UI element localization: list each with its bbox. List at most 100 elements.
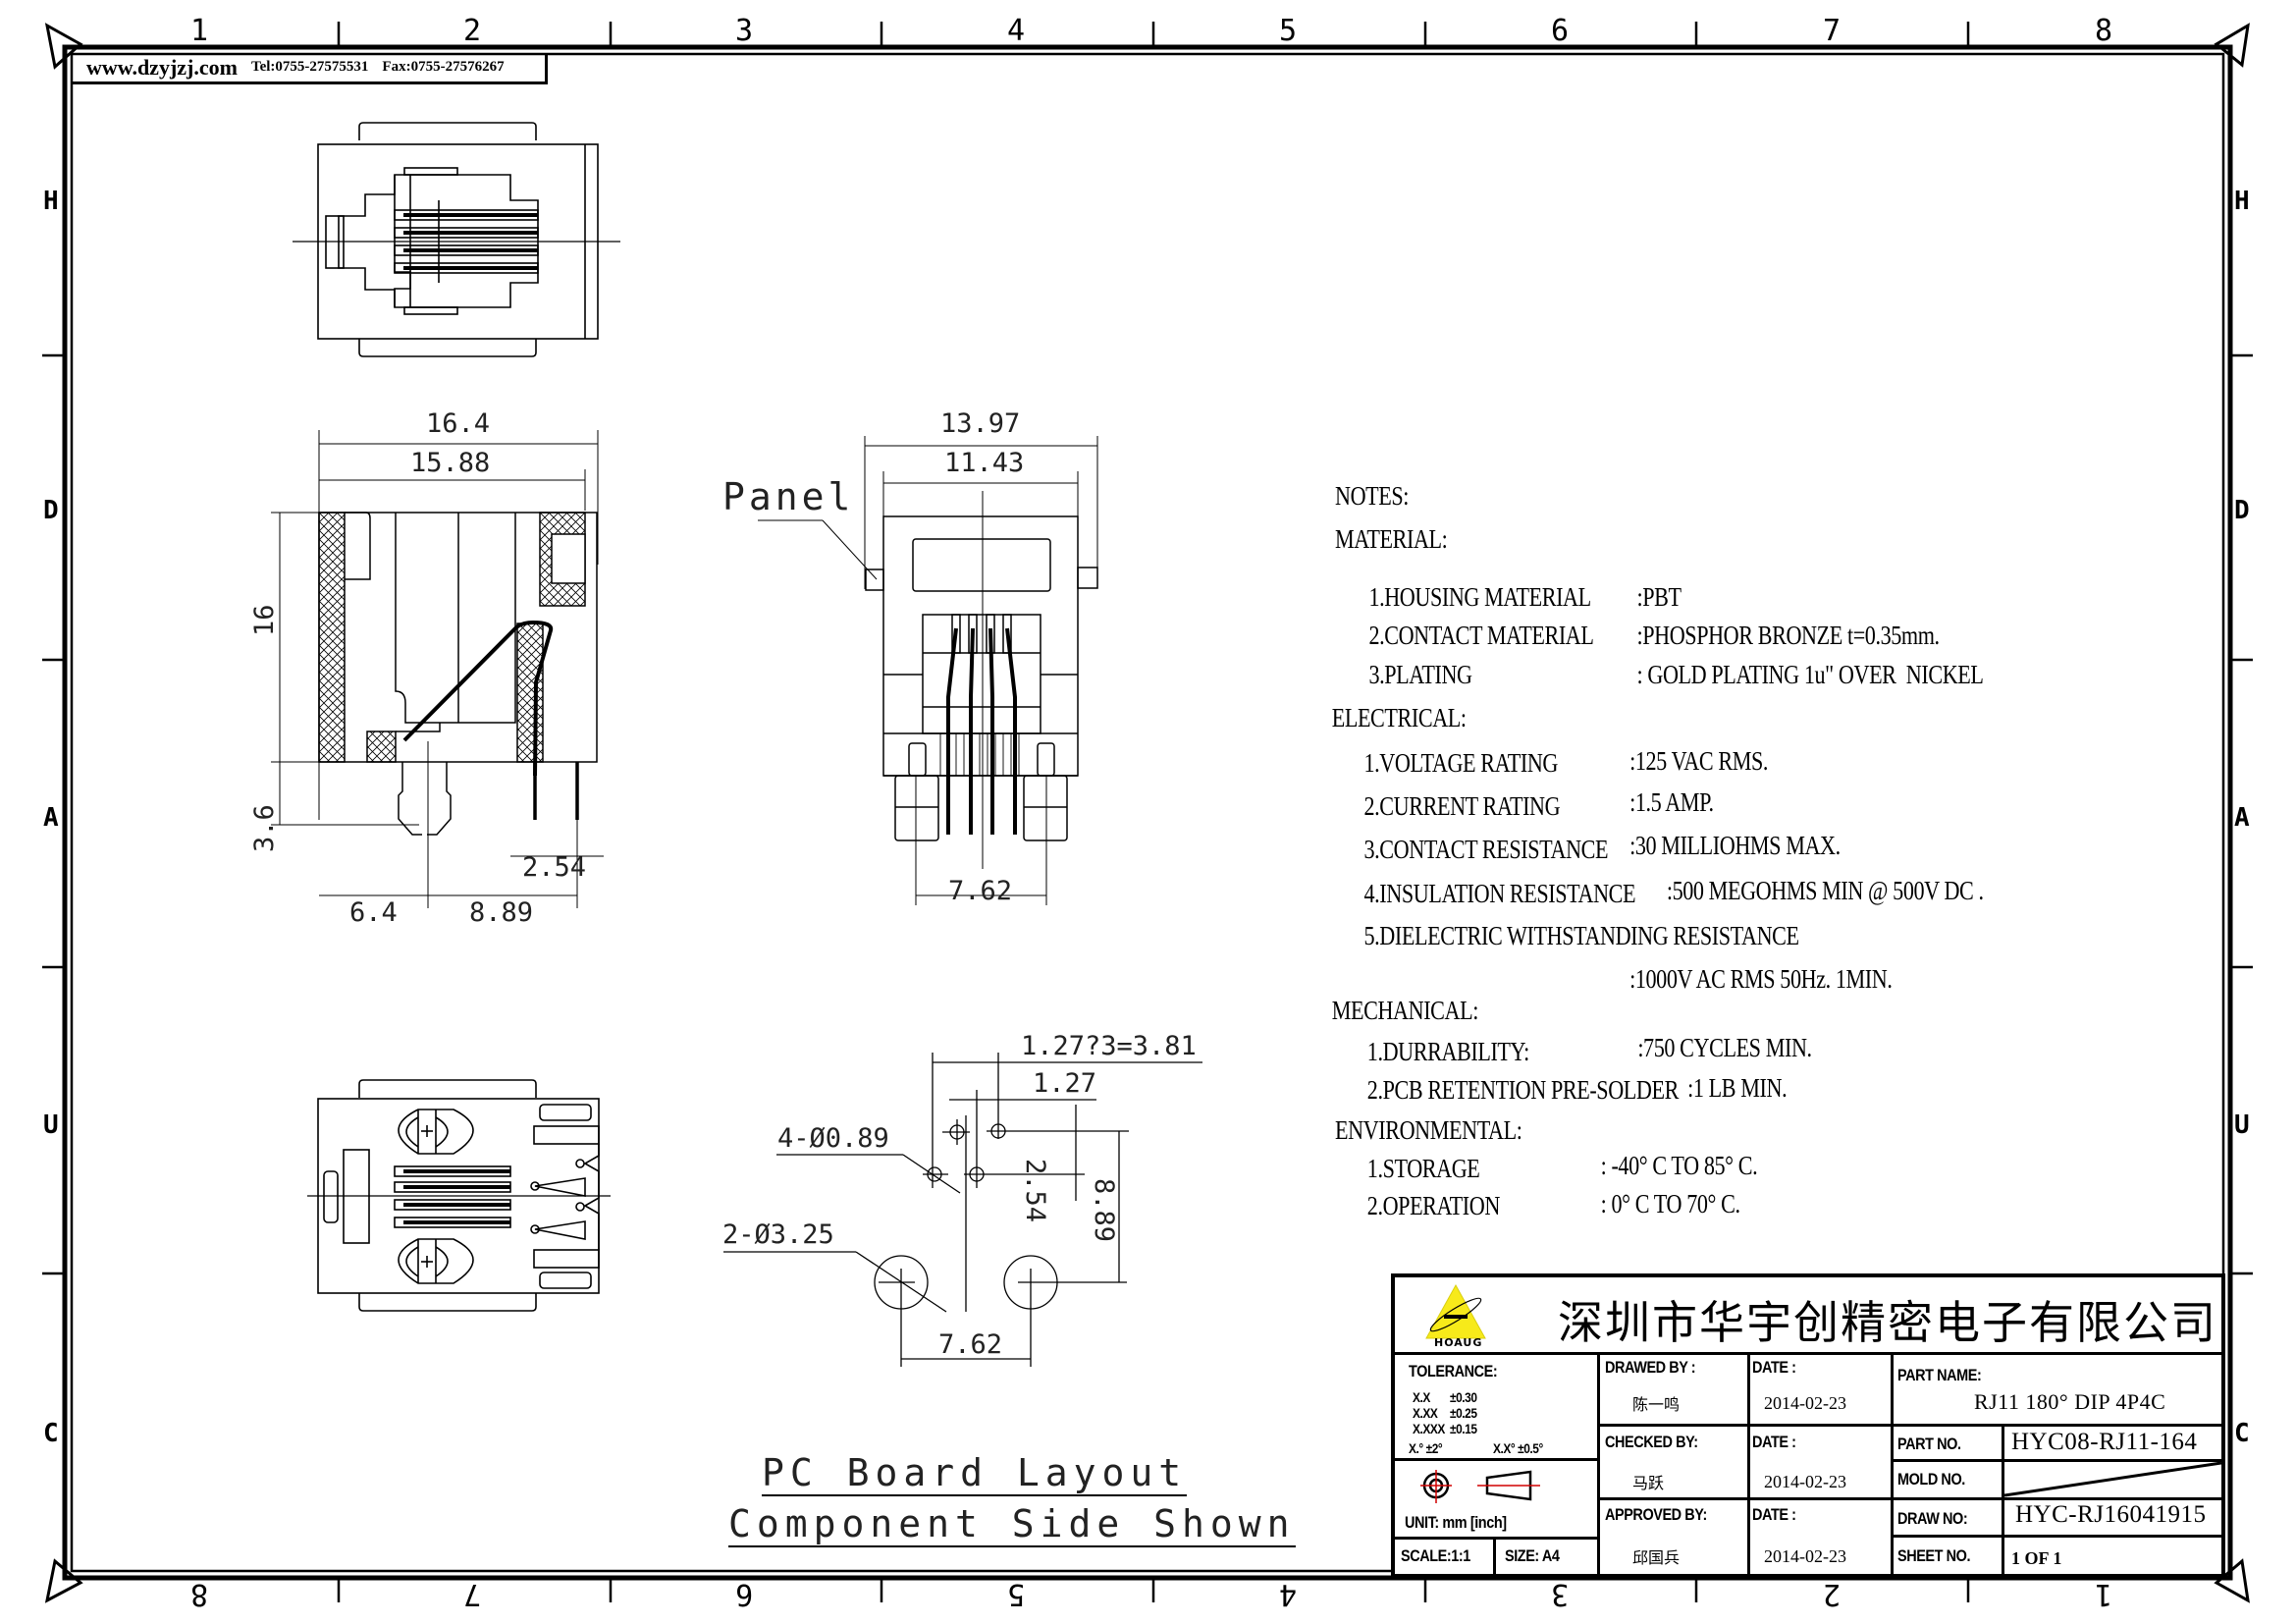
title-block: HOAUG 深圳市华宇创精密电子有限公司 TOLERANCE: X.X ±0.3… [1391, 1273, 2225, 1578]
note-label: 2.CONTACT MATERIAL [1368, 621, 1594, 650]
tolerance-val: ±0.25 [1450, 1405, 1477, 1421]
note-value: :PBT [1636, 582, 1682, 612]
zone-number: 7 [1823, 14, 1842, 48]
hoaug-logo-icon [1425, 1283, 1486, 1339]
note-value: :PHOSPHOR BRONZE t=0.35mm. [1636, 621, 1941, 650]
note-label: 2.CURRENT RATING [1363, 791, 1561, 821]
part-name-value: RJ11 180° DIP 4P4C [1974, 1389, 2166, 1414]
date-approved: 2014-02-23 [1764, 1546, 1846, 1566]
pcb-layout-drawing [723, 1053, 1202, 1367]
dim-overall-width: 16.4 [426, 408, 491, 439]
zone-number: 2 [1823, 1577, 1842, 1611]
pcb-caption-line1: PC Board Layout [762, 1451, 1188, 1496]
fax-number: Fax:0755-27576267 [382, 59, 505, 75]
website-header-box: www.dzyjzj.com Tel:0755-27575531 Fax:075… [71, 53, 548, 84]
zone-number: 7 [463, 1577, 482, 1611]
zone-letter: H [43, 187, 59, 216]
zone-letter: H [2234, 187, 2250, 216]
zone-number: 8 [2095, 14, 2113, 48]
bottom-view-drawing [307, 1079, 611, 1312]
zone-letter: A [43, 803, 59, 833]
dim-post-holes: 2-Ø3.25 [722, 1219, 834, 1250]
size-label: SIZE: A4 [1505, 1546, 1560, 1565]
side-section-view [271, 430, 604, 908]
dim-row-to-post: 8.89 [1089, 1178, 1119, 1243]
note-value: : -40° C TO 85° C. [1600, 1151, 1758, 1180]
website-url[interactable]: www.dzyjzj.com [86, 54, 238, 80]
note-label: 4.INSULATION RESISTANCE [1363, 879, 1636, 908]
note-value: :1.5 AMP. [1629, 787, 1714, 817]
part-no-label: PART NO. [1897, 1435, 1961, 1453]
dim-pin-span: 1.27?3=3.81 [1021, 1031, 1197, 1061]
tel-number: Tel:0755-27575531 [250, 59, 369, 75]
dim-pin-pitch: 1.27 [1033, 1068, 1097, 1099]
tolerance-angle-1: X.° ±2° [1409, 1440, 1443, 1456]
sheet-no-value: 1 OF 1 [2011, 1548, 2062, 1568]
zone-letter: U [43, 1110, 59, 1140]
zone-number: 5 [1007, 1577, 1026, 1611]
note-value: :125 VAC RMS. [1629, 746, 1769, 776]
note-label: 1.HOUSING MATERIAL [1368, 582, 1591, 612]
note-label: 1.STORAGE [1366, 1154, 1480, 1183]
note-label: 1.VOLTAGE RATING [1363, 748, 1559, 778]
front-view-drawing [758, 436, 1098, 905]
sheet-no-label: SHEET NO. [1897, 1546, 1971, 1565]
zone-letter: A [2234, 803, 2250, 833]
mold-no-label: MOLD NO. [1897, 1470, 1965, 1489]
dim-body-width: 11.43 [944, 448, 1025, 478]
dim-row-spacing: 2.54 [1020, 1159, 1050, 1223]
zone-letter: C [2234, 1419, 2250, 1448]
drawed-by-name: 陈一鸣 [1632, 1395, 1681, 1414]
note-value: :30 MILLIOHMS MAX. [1629, 831, 1841, 860]
tolerance-label: TOLERANCE: [1409, 1362, 1498, 1380]
note-label: 1.DURRABILITY: [1366, 1037, 1529, 1066]
zone-number: 3 [1551, 1577, 1570, 1611]
dim-post-spacing: 7.62 [948, 876, 1013, 906]
zone-number: 6 [1551, 14, 1570, 48]
dim-overall-width: 13.97 [940, 408, 1021, 439]
dim-body-width: 15.88 [410, 448, 491, 478]
note-label: 3.PLATING [1368, 660, 1472, 689]
checked-by-name: 马跃 [1632, 1474, 1665, 1492]
notes-heading-electrical: ELECTRICAL: [1331, 703, 1467, 732]
zone-number: 5 [1279, 14, 1298, 48]
zone-number: 6 [735, 1577, 754, 1611]
dim-offset-left: 6.4 [349, 897, 398, 928]
zone-number: 3 [735, 14, 754, 48]
note-value: :1 LB MIN. [1687, 1073, 1788, 1103]
note-label: 5.DIELECTRIC WITHSTANDING RESISTANCE [1363, 921, 1800, 950]
drawed-by-label: DRAWED BY : [1605, 1358, 1696, 1377]
zone-number: 4 [1279, 1577, 1298, 1611]
notes-title: NOTES: [1335, 481, 1410, 511]
zone-number: 4 [1007, 14, 1026, 48]
date-checked: 2014-02-23 [1764, 1472, 1846, 1491]
zone-letter: D [2234, 496, 2250, 525]
dim-post-spacing: 7.62 [938, 1329, 1003, 1360]
mold-no-strike-line [2004, 1461, 2221, 1497]
part-no-value: HYC08-RJ11-164 [2011, 1429, 2198, 1455]
date-label: DATE : [1752, 1505, 1796, 1524]
checked-by-label: CHECKED BY: [1605, 1433, 1698, 1451]
date-drawed: 2014-02-23 [1764, 1393, 1846, 1413]
approved-by-label: APPROVED BY: [1605, 1505, 1707, 1524]
notes-heading-mechanical: MECHANICAL: [1331, 996, 1479, 1025]
tolerance-fmt: X.XXX [1413, 1421, 1445, 1436]
zone-number: 8 [190, 1577, 209, 1611]
draw-no-value: HYC-RJ16041915 [2015, 1501, 2207, 1528]
dim-pin-pitch: 2.54 [522, 852, 587, 883]
panel-label: Panel [722, 475, 855, 518]
zone-letter: D [43, 496, 59, 525]
scale-label: SCALE:1:1 [1401, 1546, 1470, 1565]
tolerance-angle-2: X.X° ±0.5° [1493, 1440, 1543, 1456]
note-label: 2.PCB RETENTION PRE-SOLDER [1366, 1075, 1680, 1105]
unit-label: UNIT: mm [inch] [1405, 1513, 1507, 1532]
zone-number: 1 [190, 14, 209, 48]
note-value: :1000V AC RMS 50Hz. 1MIN. [1629, 964, 1893, 994]
date-label: DATE : [1752, 1433, 1796, 1451]
top-view-drawing [293, 122, 620, 357]
note-value: :750 CYCLES MIN. [1637, 1033, 1812, 1062]
zone-letter: C [43, 1419, 59, 1448]
draw-no-label: DRAW NO: [1897, 1509, 1968, 1528]
dim-offset-right: 8.89 [469, 897, 534, 928]
